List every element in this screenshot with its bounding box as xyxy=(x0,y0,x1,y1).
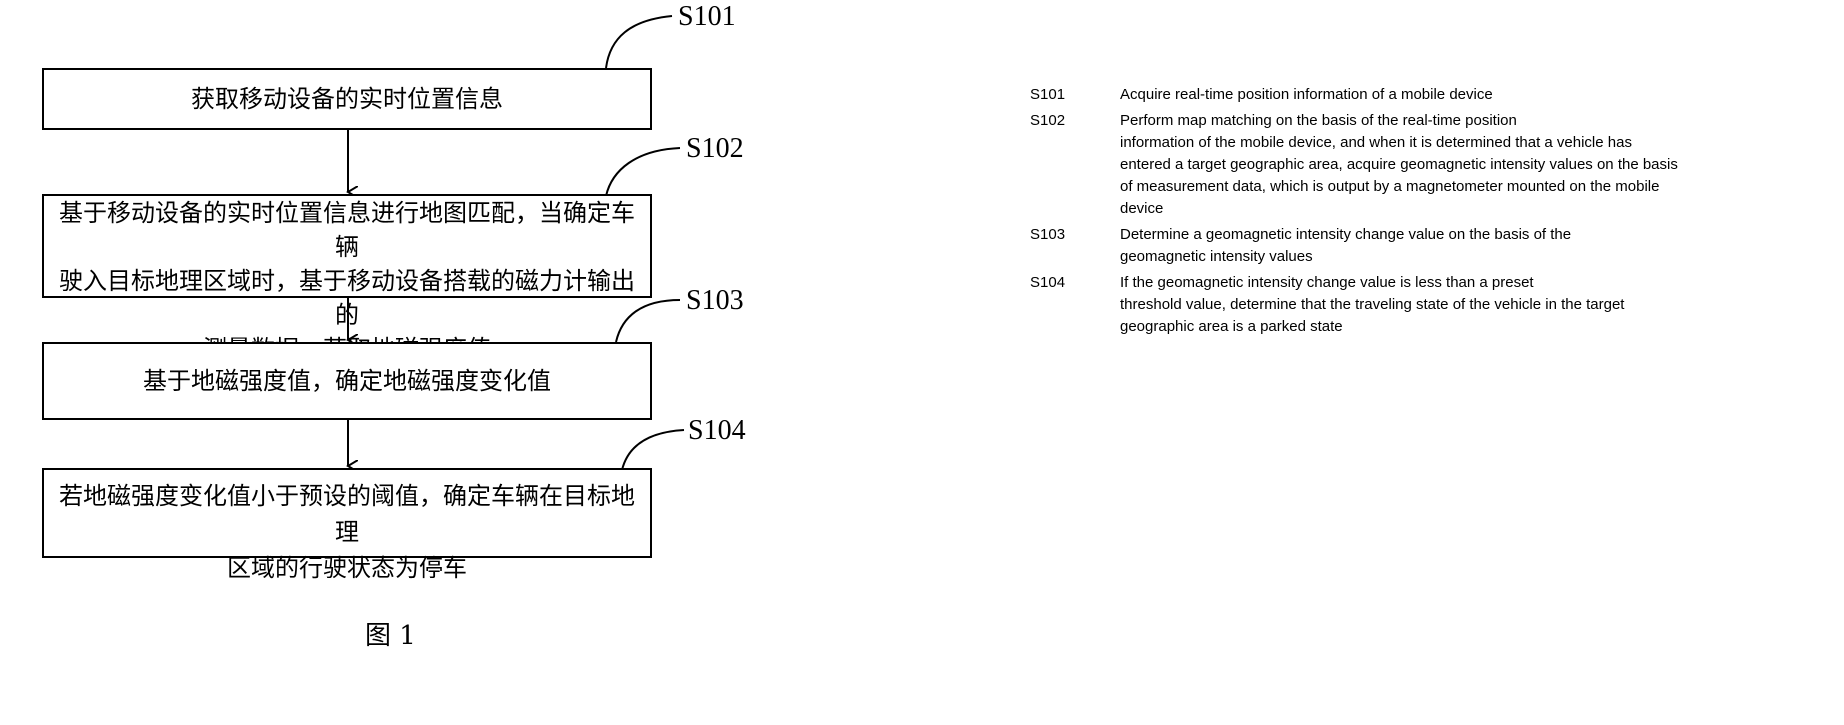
legend-code: S102 xyxy=(1030,110,1120,220)
step-s104-line-2: 区域的行驶状态为停车 xyxy=(54,550,640,586)
legend-line: geomagnetic intensity values xyxy=(1120,246,1750,268)
step-box-s103: 基于地磁强度值，确定地磁强度变化值 xyxy=(42,342,652,420)
legend-row-s104: S104 If the geomagnetic intensity change… xyxy=(1030,272,1750,338)
legend-text: Determine a geomagnetic intensity change… xyxy=(1120,224,1750,268)
step-box-s104: 若地磁强度变化值小于预设的阈值，确定车辆在目标地理 区域的行驶状态为停车 xyxy=(42,468,652,558)
legend-text: If the geomagnetic intensity change valu… xyxy=(1120,272,1750,338)
legend-code: S101 xyxy=(1030,84,1120,106)
legend-line: entered a target geographic area, acquir… xyxy=(1120,154,1750,176)
leader-curve-s102 xyxy=(606,148,680,196)
step-s104-line-1: 若地磁强度变化值小于预设的阈值，确定车辆在目标地理 xyxy=(54,478,640,550)
step-box-s102: 基于移动设备的实时位置信息进行地图匹配，当确定车辆 驶入目标地理区域时，基于移动… xyxy=(42,194,652,298)
legend-line: Acquire real-time position information o… xyxy=(1120,84,1750,106)
leader-curve-s104 xyxy=(622,430,684,470)
legend-line: Determine a geomagnetic intensity change… xyxy=(1120,224,1750,246)
step-s103-line-1: 基于地磁强度值，确定地磁强度变化值 xyxy=(143,361,551,401)
step-label-s103: S103 xyxy=(686,286,744,316)
leader-curve-s101 xyxy=(606,16,672,68)
step-label-s102: S102 xyxy=(686,134,744,164)
legend-line: geographic area is a parked state xyxy=(1120,316,1750,338)
legend-text: Acquire real-time position information o… xyxy=(1120,84,1750,106)
step-s101-line-1: 获取移动设备的实时位置信息 xyxy=(191,79,503,119)
step-box-s101: 获取移动设备的实时位置信息 xyxy=(42,68,652,130)
legend-line: information of the mobile device, and wh… xyxy=(1120,132,1750,154)
legend-line: of measurement data, which is output by … xyxy=(1120,176,1750,198)
legend-line: If the geomagnetic intensity change valu… xyxy=(1120,272,1750,294)
legend-code: S104 xyxy=(1030,272,1120,338)
step-s102-line-2: 驶入目标地理区域时，基于移动设备搭载的磁力计输出的 xyxy=(54,264,640,332)
legend-row-s103: S103 Determine a geomagnetic intensity c… xyxy=(1030,224,1750,268)
legend-line: Perform map matching on the basis of the… xyxy=(1120,110,1750,132)
figure-caption: 图 1 xyxy=(365,620,416,652)
step-legend: S101 Acquire real-time position informat… xyxy=(1030,84,1750,342)
legend-text: Perform map matching on the basis of the… xyxy=(1120,110,1750,220)
step-label-s104: S104 xyxy=(688,416,746,446)
step-s102-line-1: 基于移动设备的实时位置信息进行地图匹配，当确定车辆 xyxy=(54,196,640,264)
legend-row-s102: S102 Perform map matching on the basis o… xyxy=(1030,110,1750,220)
step-label-s101: S101 xyxy=(678,2,736,32)
legend-row-s101: S101 Acquire real-time position informat… xyxy=(1030,84,1750,106)
legend-line: threshold value, determine that the trav… xyxy=(1120,294,1750,316)
legend-line: device xyxy=(1120,198,1750,220)
legend-code: S103 xyxy=(1030,224,1120,268)
